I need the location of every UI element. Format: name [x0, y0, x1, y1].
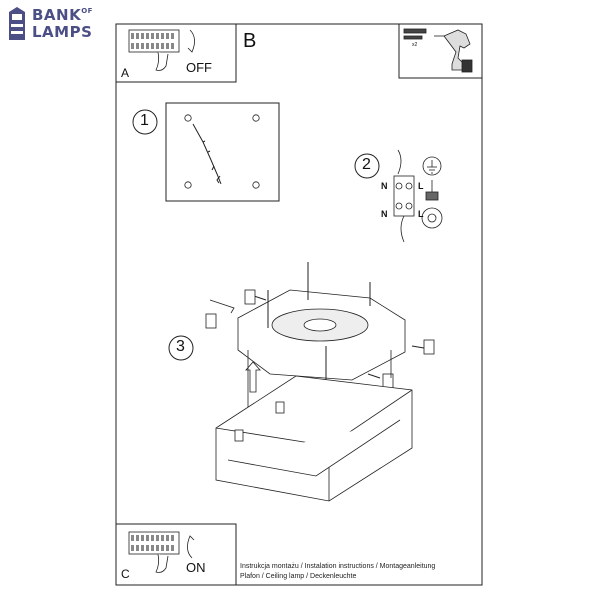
- step1-box: [165, 102, 280, 202]
- wire-n-top: N: [381, 181, 388, 191]
- panel-b-tool-frame: [398, 23, 483, 79]
- screw-and-plug-icon: [403, 28, 427, 40]
- step1-number: 1: [140, 112, 149, 129]
- step3-number: 3: [176, 338, 185, 355]
- wire-l-top: L: [418, 181, 424, 191]
- sheet-border: [115, 23, 483, 586]
- panel-a-state: OFF: [186, 60, 212, 75]
- step1-circle: [132, 109, 158, 135]
- ceiling-cable: [192, 123, 222, 185]
- panel-c-state: ON: [186, 560, 206, 575]
- lamp-body: [215, 350, 413, 502]
- drill-icon: [434, 29, 473, 73]
- brand-line-2: LAMPS: [32, 23, 93, 41]
- panel-a-frame: [115, 23, 237, 83]
- ground-terminal: [421, 156, 443, 229]
- up-arrow-icon: [245, 361, 261, 393]
- step3-circle: [168, 335, 194, 361]
- mounting-screws: [253, 262, 425, 380]
- brand-line-1: BANKOF: [32, 6, 93, 24]
- breaker-block-on: [128, 531, 195, 573]
- wire-n-bottom: N: [381, 209, 388, 219]
- step2-circle: [354, 153, 380, 179]
- mounting-bracket: [237, 289, 406, 381]
- panel-c-frame: [115, 523, 237, 586]
- panel-a-letter: A: [121, 66, 130, 80]
- ceiling-holes: [184, 114, 260, 189]
- breaker-block-off: [128, 29, 195, 71]
- wiring-connector: [393, 149, 415, 243]
- drill-count: x2: [412, 42, 418, 48]
- panel-b-letter: B: [243, 30, 257, 52]
- lighthouse-icon: [9, 7, 25, 40]
- footer-instructions-title: Instrukcja montażu / Instalation instruc…: [240, 563, 436, 570]
- panel-c-letter: C: [121, 567, 130, 581]
- footer-product-type: Plafon / Ceiling lamp / Deckenleuchte: [240, 573, 357, 580]
- step2-number: 2: [362, 156, 371, 173]
- wire-l-bottom: L: [418, 209, 424, 219]
- brand-logo: BANKOF LAMPS: [4, 4, 104, 44]
